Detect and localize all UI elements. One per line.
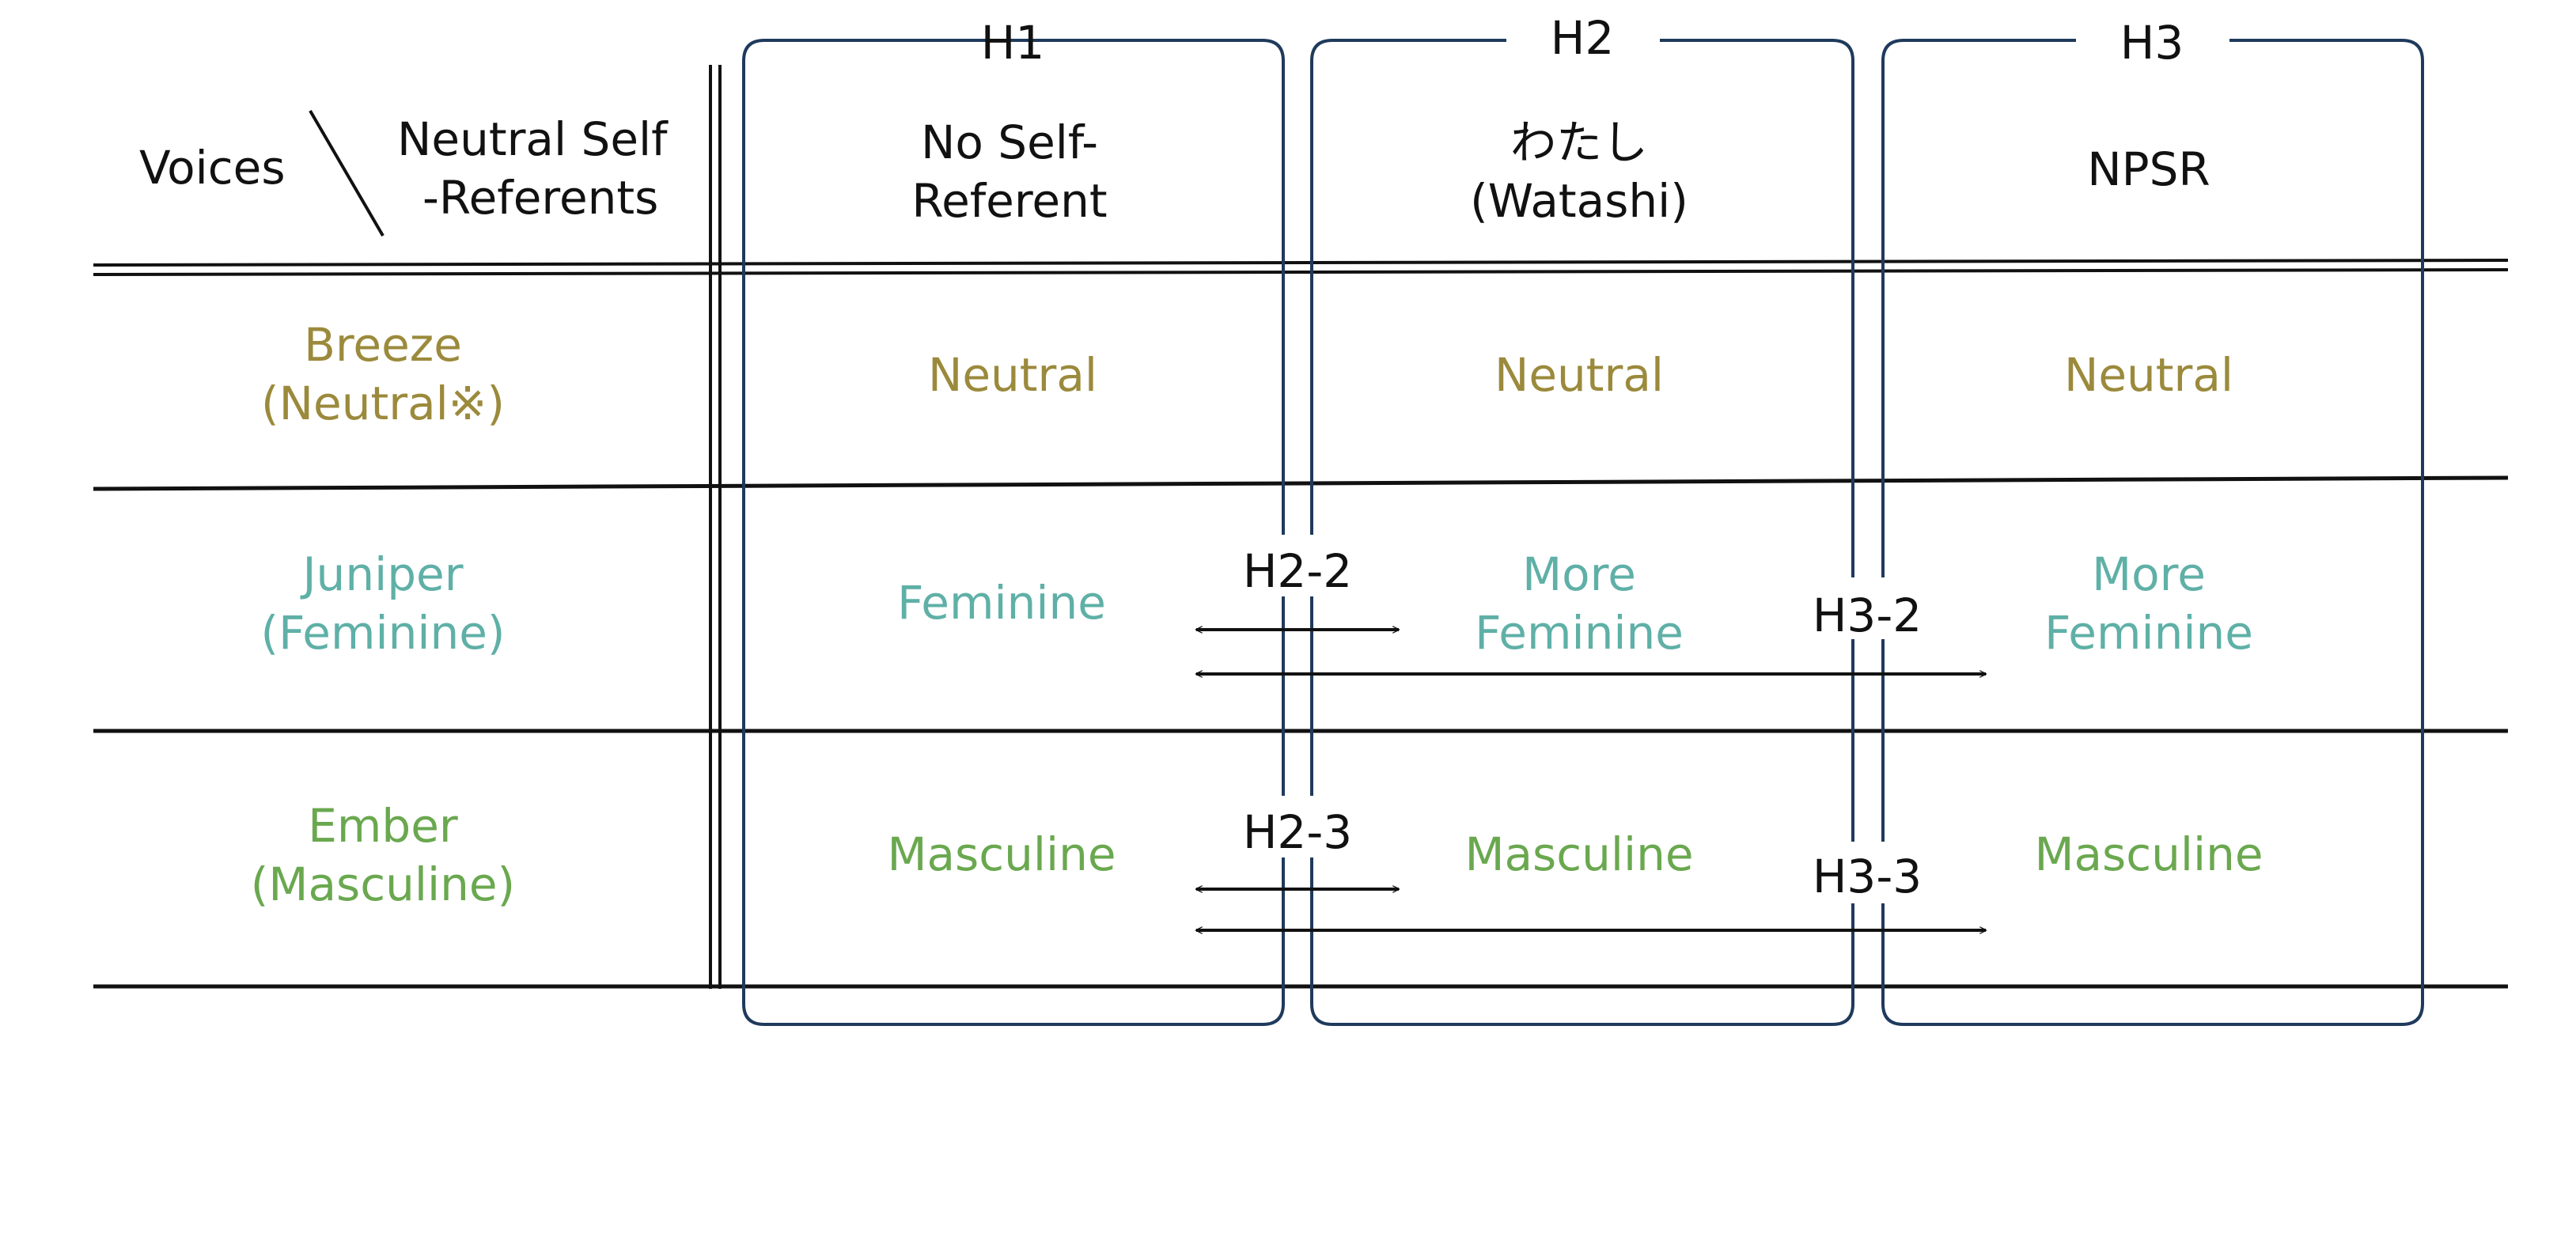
voice-label-juniper-line1: Juniper [300, 547, 463, 601]
cell-juniper-h1: Feminine [897, 576, 1106, 630]
comparison-label-h2-3: H2-3 [1243, 805, 1352, 859]
voice-label-breeze-line1: Breeze [304, 318, 462, 372]
corner-diagonal-line [309, 109, 385, 237]
column-header-h2-line2: (Watashi) [1470, 174, 1688, 228]
comparison-label-h3-2: H3-2 [1813, 589, 1922, 642]
column-header-h1-line2: Referent [911, 174, 1107, 228]
group-box-h3 [1881, 39, 2424, 1026]
cell-juniper-h3-line2: Feminine [2044, 606, 2253, 660]
header-double-rule-bottom [93, 268, 2509, 276]
group-box-h2 [1310, 39, 1854, 1026]
cell-ember-h1: Masculine [887, 827, 1116, 881]
corner-label-referents-line2: -Referents [422, 171, 658, 225]
group-label-h2: H2 [1551, 11, 1615, 65]
comparison-label-masks [1239, 535, 1930, 903]
group-box-h1 [742, 39, 1285, 1026]
cell-juniper-h2-line2: Feminine [1475, 606, 1684, 660]
cell-breeze-h3: Neutral [2064, 348, 2233, 402]
row-divider-1 [93, 475, 2509, 491]
cell-breeze-h1: Neutral [928, 348, 1097, 402]
corner-label-voices: Voices [139, 141, 286, 195]
table-grid [93, 65, 2509, 989]
voice-label-juniper-line2: (Feminine) [260, 606, 505, 660]
comparison-arrows [1196, 630, 1986, 930]
cell-ember-h2: Masculine [1464, 827, 1693, 881]
comparison-label-h2-2: H2-2 [1243, 544, 1352, 598]
header-double-rule-top [93, 259, 2509, 267]
voice-label-breeze-line2: (Neutral※) [261, 377, 505, 430]
column-header-h3: NPSR [2087, 142, 2210, 196]
corner-label-referents-line1: Neutral Self [397, 112, 669, 166]
comparison-label-h3-3: H3-3 [1813, 850, 1922, 903]
voice-label-ember-line2: (Masculine) [251, 857, 515, 911]
group-label-h3: H3 [2120, 16, 2184, 70]
column-header-h2-line1: わたし [1510, 115, 1648, 169]
cell-breeze-h2: Neutral [1494, 348, 1664, 402]
voice-label-ember-line1: Ember [308, 799, 458, 853]
cell-juniper-h2-line1: More [1522, 547, 1636, 601]
cell-juniper-h3-line1: More [2092, 547, 2206, 601]
group-label-h1: H1 [981, 16, 1045, 70]
cell-ember-h3: Masculine [2034, 827, 2263, 881]
column-header-h1-line1: No Self- [921, 115, 1098, 169]
